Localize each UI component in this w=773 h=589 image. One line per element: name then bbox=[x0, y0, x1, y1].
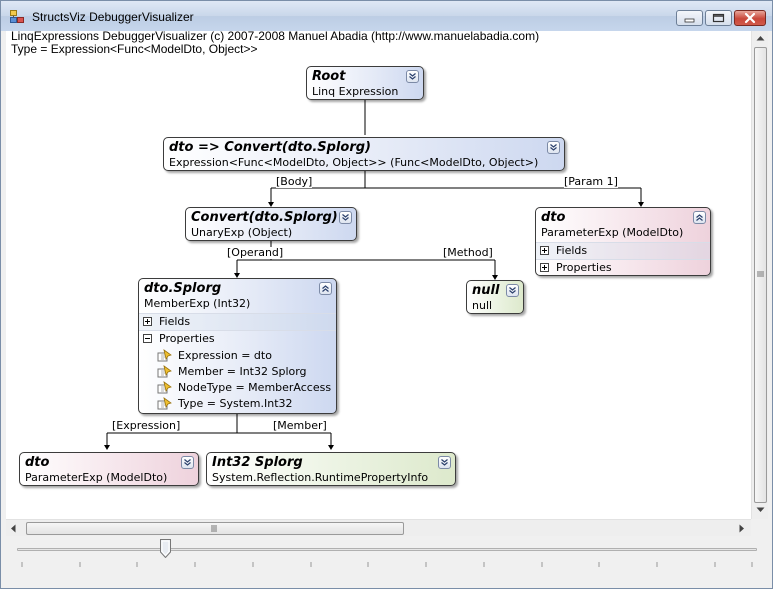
type-line: Type = Expression<Func<ModelDto, Object>… bbox=[11, 42, 258, 56]
chevron-double-up-icon bbox=[322, 285, 329, 292]
node-splorg[interactable]: Int32 Splorg System.Reflection.RuntimePr… bbox=[206, 452, 456, 486]
node-param-bottom-subtitle: ParameterExp (ModelDto) bbox=[25, 471, 168, 484]
plus-icon[interactable] bbox=[540, 263, 549, 272]
node-member-fields-label: Fields bbox=[159, 315, 191, 328]
node-param[interactable]: dto ParameterExp (ModelDto) Fields Prope… bbox=[535, 207, 711, 276]
node-root-title: Root bbox=[312, 69, 346, 84]
node-param-toggle[interactable] bbox=[693, 211, 706, 224]
node-convert-toggle[interactable] bbox=[339, 211, 352, 224]
property-icon bbox=[157, 365, 172, 378]
node-param-subtitle: ParameterExp (ModelDto) bbox=[541, 226, 684, 239]
node-member-properties-label: Properties bbox=[159, 332, 215, 345]
maximize-icon bbox=[712, 13, 725, 23]
title-bar[interactable]: StructsViz DebuggerVisualizer bbox=[1, 1, 772, 31]
edge-label-member: [Member] bbox=[273, 419, 327, 432]
property-icon bbox=[157, 397, 172, 410]
node-root-subtitle: Linq Expression bbox=[312, 85, 399, 98]
scroll-up-arrow-icon[interactable] bbox=[756, 35, 765, 41]
edge-label-body: [Body] bbox=[276, 175, 313, 188]
property-nodetype: NodeType = MemberAccess bbox=[178, 381, 332, 394]
property-icon bbox=[157, 381, 172, 394]
chevron-double-up-icon bbox=[696, 214, 703, 221]
client-area: LinqExpressions DebuggerVisualizer (c) 2… bbox=[6, 29, 768, 585]
scroll-down-arrow-icon[interactable] bbox=[756, 507, 765, 513]
property-type: Type = System.Int32 bbox=[178, 397, 293, 410]
chevron-double-down-icon bbox=[509, 287, 516, 294]
minus-icon[interactable] bbox=[143, 334, 152, 343]
close-button[interactable] bbox=[734, 10, 766, 26]
node-null-toggle[interactable] bbox=[506, 284, 519, 297]
zoom-slider-track[interactable] bbox=[17, 548, 757, 551]
property-member: Member = Int32 Splorg bbox=[178, 365, 307, 378]
node-param-bottom[interactable]: dto ParameterExp (ModelDto) bbox=[19, 452, 199, 486]
vertical-scrollbar[interactable] bbox=[751, 31, 768, 519]
scroll-right-arrow-icon[interactable] bbox=[739, 524, 745, 533]
node-root-toggle[interactable] bbox=[406, 70, 419, 83]
scrollbar-corner bbox=[751, 519, 768, 536]
property-row[interactable]: Expression = dto bbox=[139, 348, 336, 364]
node-param-bottom-title: dto bbox=[25, 455, 50, 470]
close-icon bbox=[744, 12, 756, 24]
edge-label-param1: [Param 1] bbox=[564, 175, 618, 188]
node-param-fields-label: Fields bbox=[556, 244, 588, 257]
node-splorg-subtitle: System.Reflection.RuntimePropertyInfo bbox=[212, 471, 429, 484]
node-convert-subtitle: UnaryExp (Object) bbox=[191, 226, 293, 239]
scroll-left-arrow-icon[interactable] bbox=[10, 524, 16, 533]
node-convert[interactable]: Convert(dto.Splorg) UnaryExp (Object) bbox=[185, 207, 357, 241]
grip-icon bbox=[757, 271, 764, 277]
node-param-properties-section[interactable]: Properties bbox=[536, 259, 710, 275]
horizontal-scrollbar[interactable] bbox=[6, 519, 751, 536]
horizontal-scroll-thumb[interactable] bbox=[26, 522, 404, 535]
node-param-properties-label: Properties bbox=[556, 261, 612, 274]
minimize-button[interactable] bbox=[676, 10, 703, 26]
chevron-double-down-icon bbox=[441, 459, 448, 466]
node-member-properties-section[interactable]: Properties bbox=[139, 330, 336, 347]
node-convert-title: Convert(dto.Splorg) bbox=[191, 210, 338, 225]
maximize-button[interactable] bbox=[705, 10, 732, 26]
graph-canvas[interactable]: LinqExpressions DebuggerVisualizer (c) 2… bbox=[6, 29, 751, 519]
edge-label-method: [Method] bbox=[443, 246, 493, 259]
property-row[interactable]: NodeType = MemberAccess bbox=[139, 380, 336, 396]
chevron-double-down-icon bbox=[184, 459, 191, 466]
plus-icon[interactable] bbox=[143, 317, 152, 326]
vertical-scroll-thumb[interactable] bbox=[754, 47, 767, 503]
chevron-double-down-icon bbox=[342, 214, 349, 221]
node-null[interactable]: null null bbox=[466, 280, 524, 314]
node-splorg-toggle[interactable] bbox=[438, 456, 451, 469]
edge-label-operand: [Operand] bbox=[227, 246, 284, 259]
property-icon bbox=[157, 349, 172, 362]
minimize-icon bbox=[684, 18, 695, 23]
zoom-slider[interactable] bbox=[6, 536, 768, 585]
zoom-slider-ticks bbox=[21, 562, 753, 567]
node-lambda[interactable]: dto => Convert(dto.Splorg) Expression<Fu… bbox=[163, 137, 565, 171]
node-member-title: dto.Splorg bbox=[144, 281, 222, 296]
node-param-title: dto bbox=[541, 210, 566, 225]
property-row[interactable]: Member = Int32 Splorg bbox=[139, 364, 336, 380]
node-member-fields-section[interactable]: Fields bbox=[139, 313, 336, 330]
node-splorg-title: Int32 Splorg bbox=[212, 455, 303, 470]
node-root[interactable]: Root Linq Expression bbox=[306, 66, 424, 100]
node-null-title: null bbox=[472, 283, 500, 298]
zoom-slider-thumb[interactable] bbox=[159, 539, 171, 558]
chevron-double-down-icon bbox=[409, 73, 416, 80]
window-title: StructsViz DebuggerVisualizer bbox=[32, 10, 194, 24]
copyright-line: LinqExpressions DebuggerVisualizer (c) 2… bbox=[11, 29, 540, 43]
grip-icon bbox=[211, 525, 217, 532]
structs-app-icon bbox=[10, 10, 24, 23]
node-lambda-title: dto => Convert(dto.Splorg) bbox=[169, 140, 371, 155]
node-lambda-subtitle: Expression<Func<ModelDto, Object>> (Func… bbox=[169, 156, 539, 169]
node-member-subtitle: MemberExp (Int32) bbox=[144, 297, 251, 310]
node-member[interactable]: dto.Splorg MemberExp (Int32) Fields Prop… bbox=[138, 278, 337, 414]
property-row[interactable]: Type = System.Int32 bbox=[139, 396, 336, 412]
node-member-toggle[interactable] bbox=[319, 282, 332, 295]
node-null-subtitle: null bbox=[472, 299, 493, 312]
plus-icon[interactable] bbox=[540, 246, 549, 255]
property-expression: Expression = dto bbox=[178, 349, 272, 362]
node-lambda-toggle[interactable] bbox=[547, 141, 560, 154]
edge-label-expression: [Expression] bbox=[112, 419, 181, 432]
node-param-bottom-toggle[interactable] bbox=[181, 456, 194, 469]
chevron-double-down-icon bbox=[550, 144, 557, 151]
node-param-fields-section[interactable]: Fields bbox=[536, 242, 710, 259]
